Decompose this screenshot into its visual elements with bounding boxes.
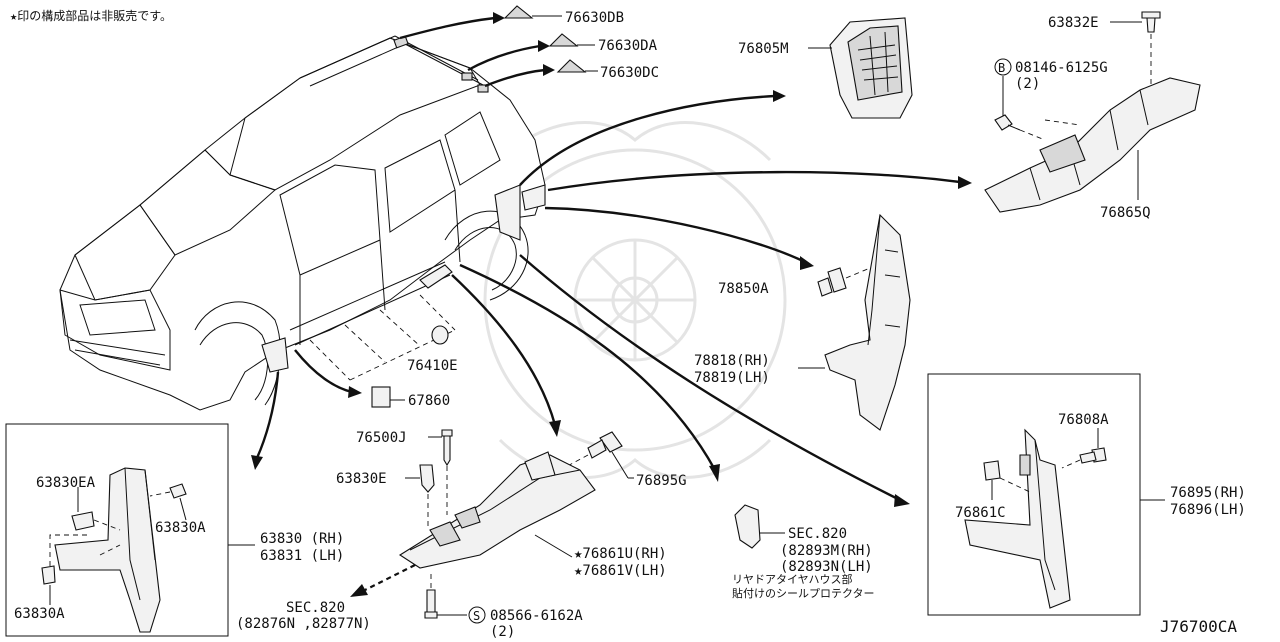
part-76630DB — [503, 5, 562, 19]
label-76630DA: 76630DA — [598, 38, 658, 54]
part-76630DA — [548, 33, 595, 47]
label-08146-qty: (2) — [1015, 76, 1040, 92]
label-63830: 63830 (RH) — [260, 531, 344, 547]
part-08566-bolt — [424, 570, 467, 619]
part-76895G-clip — [559, 431, 634, 479]
label-76630DB: 76630DB — [565, 10, 624, 26]
label-76895: 76895(RH) — [1170, 485, 1246, 501]
label-82893N: (82893N(LH) — [780, 559, 873, 575]
leader-arrows — [251, 12, 972, 507]
drawing-code: J76700CA — [1160, 617, 1237, 636]
badge-B: B — [994, 58, 1012, 76]
svg-text:B: B — [998, 61, 1005, 75]
svg-text:S: S — [473, 609, 480, 623]
part-63832E-clip — [1110, 11, 1161, 88]
part-76861U-side-splash — [398, 451, 596, 569]
part-76865Q-protector — [984, 77, 1201, 213]
sec820-forward-arrow — [350, 564, 416, 597]
part-sec820-seal-protector — [734, 504, 785, 549]
label-08146-6125G: 08146-6125G — [1015, 60, 1108, 76]
label-76808A: 76808A — [1058, 412, 1109, 428]
label-sec820-jp-2: 貼付けのシールプロテクター — [732, 586, 875, 600]
label-76861V: ★76861V(LH) — [574, 563, 667, 579]
part-78818-splash-guard — [798, 213, 911, 431]
part-78850A-clip — [817, 267, 871, 297]
label-sec820-jp-1: リヤドアタイヤハウス部 — [732, 572, 852, 586]
label-63832E: 63832E — [1048, 15, 1099, 31]
label-78850A: 78850A — [718, 281, 769, 297]
label-76805M: 76805M — [738, 41, 789, 57]
label-76410E: 76410E — [407, 358, 458, 374]
label-76861C: 76861C — [955, 505, 1006, 521]
part-08146-bolt — [994, 76, 1081, 141]
label-67860: 67860 — [408, 393, 450, 409]
part-76500J-screw — [428, 429, 453, 515]
label-08566-qty: (2) — [490, 624, 515, 638]
note-text: ★印の構成部品は非販売です。 — [10, 8, 172, 23]
badge-S: S — [468, 606, 486, 624]
label-63830A-upper: 63830A — [155, 520, 206, 536]
label-76865Q: 76865Q — [1100, 205, 1151, 221]
part-67860-pad — [371, 386, 405, 408]
label-sec820-bottom-parts: (82876N ,82877N) — [236, 616, 371, 632]
label-sec820-bottom: SEC.820 — [286, 600, 345, 616]
label-63830EA: 63830EA — [36, 475, 96, 491]
label-76500J: 76500J — [356, 430, 407, 446]
label-76861U: ★76861U(RH) — [574, 546, 667, 562]
part-76630DC — [556, 59, 598, 73]
label-76895G: 76895G — [636, 473, 687, 489]
label-sec820-right: SEC.820 — [788, 526, 847, 542]
label-63831: 63831 (LH) — [260, 548, 344, 564]
label-76630DC: 76630DC — [600, 65, 659, 81]
vehicle-illustration — [59, 35, 546, 411]
part-76805M-vent — [808, 17, 913, 119]
inset-rear-mudguard — [927, 373, 1165, 616]
label-08566-6162A: 08566-6162A — [490, 608, 583, 624]
label-76896: 76896(LH) — [1170, 502, 1246, 518]
label-63830E: 63830E — [336, 471, 387, 487]
label-63830A-lower: 63830A — [14, 606, 65, 622]
label-78819: 78819(LH) — [694, 370, 770, 386]
part-63830E-clip — [405, 464, 435, 530]
label-78818: 78818(RH) — [694, 353, 770, 369]
label-82893M: (82893M(RH) — [780, 543, 873, 559]
part-76410E-plug — [431, 325, 449, 345]
inset-front-mudguard — [5, 423, 255, 637]
